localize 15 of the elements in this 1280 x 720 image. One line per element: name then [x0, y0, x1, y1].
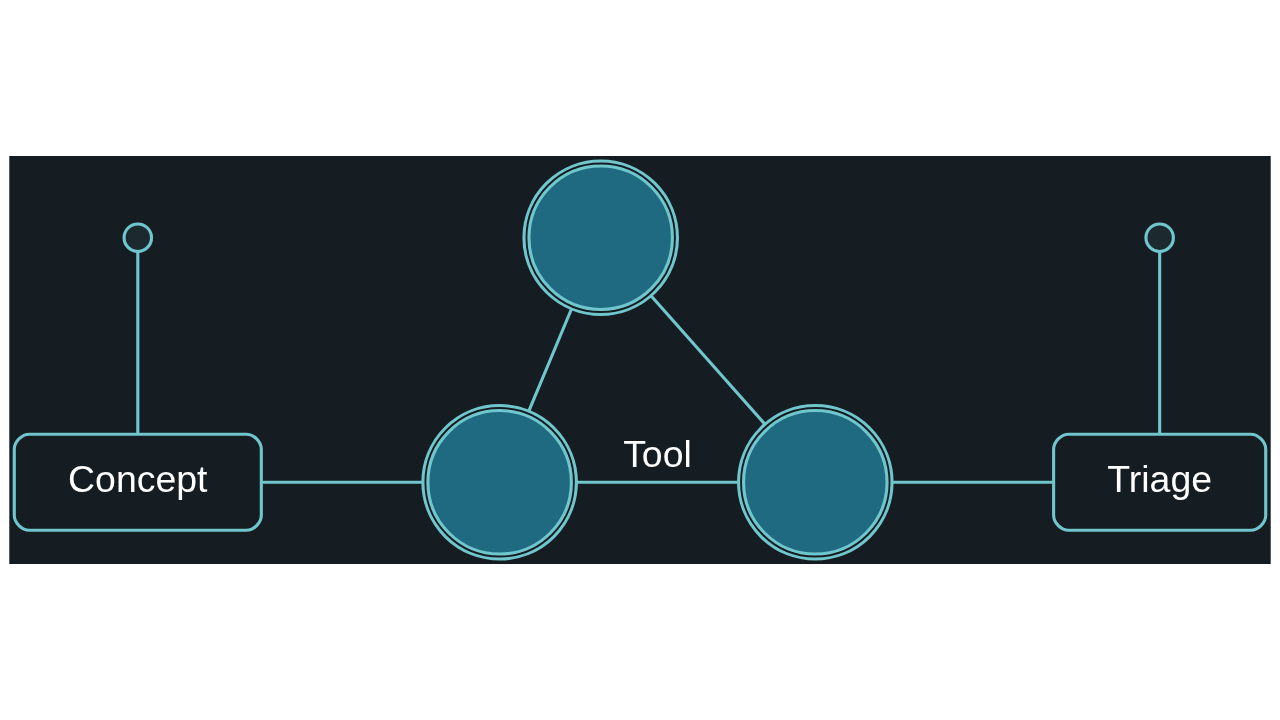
- connector: [527, 308, 573, 412]
- edge-label: Tool: [623, 433, 692, 476]
- node-box: Triage: [1052, 432, 1268, 532]
- node-circle: [421, 404, 578, 561]
- node-circle: [122, 222, 154, 253]
- connector: [1158, 251, 1162, 434]
- connector: [892, 480, 1054, 484]
- node-circle: [737, 404, 894, 561]
- connector: [576, 480, 739, 484]
- connector: [136, 251, 140, 434]
- node-box: Concept: [12, 432, 263, 532]
- connector: [649, 294, 767, 426]
- node-circle: [522, 159, 679, 316]
- node-circle: [1144, 222, 1175, 253]
- connector: [261, 480, 423, 484]
